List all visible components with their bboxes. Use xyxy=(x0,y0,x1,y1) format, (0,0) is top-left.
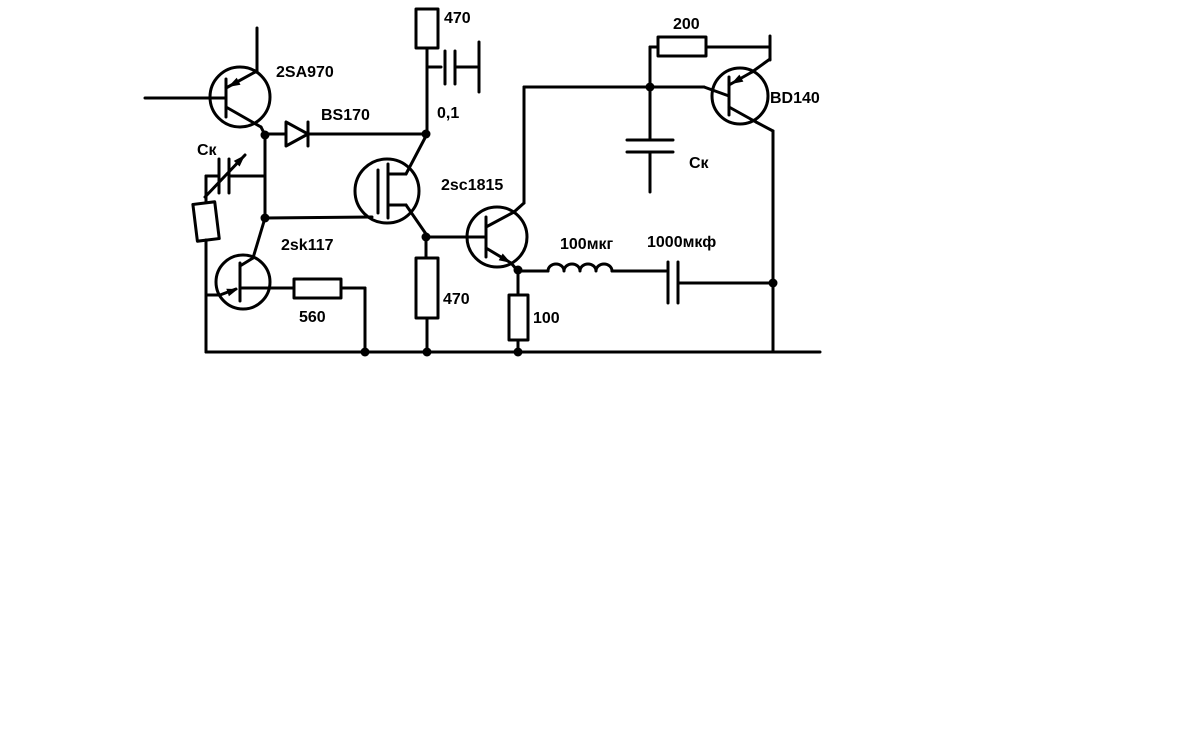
label-bs170: BS170 xyxy=(321,107,370,124)
resistor-200-body xyxy=(656,35,708,58)
jfet-2sk117 xyxy=(214,216,272,311)
junction-dots xyxy=(260,82,778,357)
mosfet-center-body xyxy=(353,157,421,225)
junction-dot xyxy=(260,130,270,140)
label-ck-left: Ск xyxy=(197,142,218,159)
label-bd140: BD140 xyxy=(770,90,820,107)
label-560: 560 xyxy=(299,309,326,326)
label-100mkg: 100мкг xyxy=(560,236,614,253)
capacitor-0-1 xyxy=(425,40,481,94)
inductor-100uh xyxy=(516,262,614,273)
label-1000mkf: 1000мкф xyxy=(647,234,716,251)
label-2sc1815: 2sc1815 xyxy=(441,177,503,194)
label-0-1: 0,1 xyxy=(437,105,459,122)
junction-dot xyxy=(260,213,270,223)
resistor-470-bottom xyxy=(414,232,440,354)
trimmer-box xyxy=(191,174,222,354)
label-100: 100 xyxy=(533,310,560,327)
trimmer-box-body xyxy=(191,200,221,243)
junction-dot xyxy=(513,265,523,275)
resistor-470-top xyxy=(414,7,440,136)
variable-arrow-icon xyxy=(233,155,245,167)
junction-dot xyxy=(421,232,431,242)
resistor-560 xyxy=(267,277,367,354)
transistor-2sc1815-body xyxy=(465,205,529,269)
transistor-2sa970 xyxy=(143,26,272,137)
mosfet-center xyxy=(263,134,428,236)
diode-triangle xyxy=(284,120,310,148)
resistor-200 xyxy=(648,35,772,142)
capacitor-1000uf xyxy=(610,260,775,305)
diode-bs170 xyxy=(263,120,428,148)
capacitor-ck-right xyxy=(625,138,675,194)
junction-dot xyxy=(421,129,431,139)
resistor-560-body xyxy=(292,277,343,300)
junction-dot xyxy=(768,278,778,288)
resistor-100 xyxy=(507,293,530,354)
resistor-470-top-body xyxy=(414,7,440,50)
junction-dot xyxy=(360,347,370,357)
junction-dot xyxy=(645,82,655,92)
gate-arrow-icon xyxy=(226,288,238,297)
emitter-arrow-icon xyxy=(731,74,744,84)
label-2sa970: 2SA970 xyxy=(276,64,334,81)
junction-dot xyxy=(513,347,523,357)
transistor-bd140 xyxy=(710,34,775,354)
transistor-bd140-body xyxy=(710,66,770,126)
resistor-470-bottom-body xyxy=(414,256,440,320)
resistor-100-body xyxy=(507,293,530,342)
label-470-top: 470 xyxy=(444,10,471,27)
base-bus-wire xyxy=(522,85,731,98)
label-2sk117: 2sk117 xyxy=(281,237,334,254)
label-200: 200 xyxy=(673,16,700,33)
label-ck-right: Ск xyxy=(689,155,710,172)
jfet-2sk117-body xyxy=(214,253,272,311)
label-470-bottom: 470 xyxy=(443,291,470,308)
variable-capacitor-ck xyxy=(203,153,267,199)
junction-dot xyxy=(422,347,432,357)
emitter-arrow-icon xyxy=(498,253,511,263)
emitter-arrow-icon xyxy=(228,77,241,87)
transistor-2sc1815 xyxy=(424,85,529,297)
